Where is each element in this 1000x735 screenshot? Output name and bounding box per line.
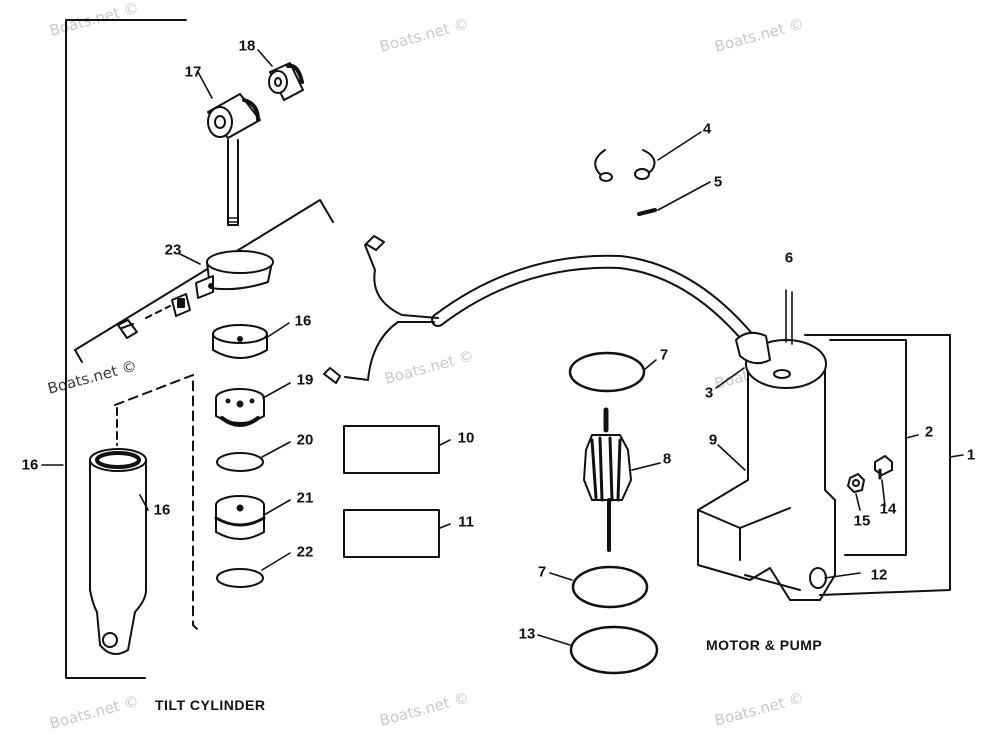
o-ring-part-22: [216, 568, 264, 588]
pin-part-17: [207, 93, 261, 226]
callout-21[interactable]: 21: [296, 489, 314, 507]
callout-17[interactable]: 17: [184, 63, 202, 81]
callout-23[interactable]: 23: [164, 241, 182, 259]
callout-7-lower[interactable]: 7: [537, 563, 547, 581]
callout-3[interactable]: 3: [704, 384, 714, 402]
callout-12[interactable]: 12: [870, 566, 888, 584]
callout-15[interactable]: 15: [853, 512, 871, 530]
callout-16-cylinder[interactable]: 16: [153, 501, 171, 519]
callout-19[interactable]: 19: [296, 371, 314, 389]
tilt-cylinder-caption: TILT CYLINDER: [155, 697, 266, 713]
callout-18[interactable]: 18: [238, 37, 256, 55]
o-ring-part-20: [216, 452, 264, 472]
callout-16-disc[interactable]: 16: [294, 312, 312, 330]
callout-11[interactable]: 11: [458, 513, 474, 531]
callout-6[interactable]: 6: [784, 249, 794, 267]
piston-part-19: [215, 388, 265, 427]
bushing-part-18: [268, 62, 304, 101]
callout-10[interactable]: 10: [457, 429, 475, 447]
callout-13[interactable]: 13: [518, 625, 536, 643]
nut-part-15: [847, 473, 865, 493]
callout-2[interactable]: 2: [924, 423, 934, 441]
decal-part-11: [343, 509, 440, 558]
callout-14[interactable]: 14: [879, 500, 897, 518]
bracket-part-2: [829, 339, 907, 556]
callout-22[interactable]: 22: [296, 543, 314, 561]
tilt-cylinder-bracket: [65, 19, 187, 679]
o-ring-part-7: [568, 351, 646, 393]
callout-16-cylinder-assembly[interactable]: 16: [21, 456, 39, 474]
screw-part-14: [874, 455, 893, 480]
callout-4[interactable]: 4: [702, 120, 712, 138]
callout-8[interactable]: 8: [662, 450, 672, 468]
leader-lines: [41, 49, 964, 646]
callout-7-upper[interactable]: 7: [659, 346, 669, 364]
tilt-cylinder-body: [89, 374, 199, 655]
pin-part-5: [637, 208, 657, 216]
callout-9[interactable]: 9: [708, 431, 718, 449]
o-ring-part-13: [569, 625, 659, 675]
o-ring-part-7-lower: [571, 565, 649, 609]
motor-pump-assembly: [697, 289, 836, 601]
callout-20[interactable]: 20: [296, 431, 314, 449]
disc-part-16: [212, 324, 268, 359]
clamp-part-23: [74, 199, 334, 363]
motor-pump-caption: MOTOR & PUMP: [706, 637, 823, 653]
armature-part-8: [583, 407, 632, 552]
piston-part-21: [214, 495, 266, 540]
callout-1[interactable]: 1: [966, 446, 976, 464]
wire-harness: [323, 235, 755, 384]
callout-5[interactable]: 5: [713, 173, 723, 191]
clips-part-4: [594, 149, 656, 182]
bracket-part-1: [804, 334, 951, 596]
decal-part-10: [343, 425, 440, 474]
